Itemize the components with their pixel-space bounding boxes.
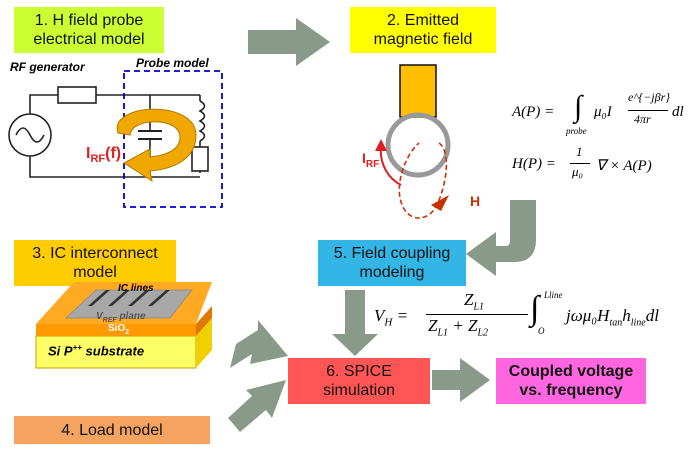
current-hook-arrow [116, 108, 197, 183]
step-5-line2: modeling [359, 264, 425, 281]
arrow-1-to-2 [248, 18, 330, 66]
sio2-layer [36, 324, 196, 336]
step-2-box: 2. Emitted magnetic field [350, 7, 496, 53]
generator-resistor [57, 86, 97, 104]
step-6-line2: simulation [322, 382, 396, 399]
step-2-line2: magnetic field [373, 31, 473, 48]
h-field-loop [398, 142, 448, 219]
vref-plane-label: VREF plane [96, 311, 146, 324]
integral-sign: ∫ [574, 90, 583, 123]
inductor-symbol [198, 100, 206, 142]
v-integral-sign: ∫ [530, 290, 540, 327]
step-1-line2: electrical model [33, 31, 145, 48]
step-7-box: Coupled voltage vs. frequency [496, 358, 646, 404]
probe-loop [385, 112, 451, 178]
step-5-box: 5. Field coupling modeling [318, 240, 466, 286]
ic-line-3 [128, 290, 150, 306]
arrow-4-to-6 [228, 380, 286, 432]
ic-line-2 [108, 290, 130, 306]
step-7-line1: Coupled voltage [508, 363, 634, 380]
probe-field-drawing [375, 64, 451, 219]
sio2-label: SiO2 [108, 323, 130, 336]
step-3-box: 3. IC interconnect model [14, 240, 176, 286]
rf-current-label: IRF(f) [86, 145, 122, 166]
probe-model-label: Probe model [136, 56, 209, 70]
arrow-5-to-6 [332, 290, 378, 356]
arrow-6-to-7 [432, 358, 490, 402]
probe-body [399, 64, 437, 118]
ic-line-4 [148, 290, 170, 306]
step-2-line1: 2. Emitted [386, 12, 460, 29]
step-1-line1: 1. H field probe [34, 12, 144, 29]
step-4-label: 4. Load model [61, 421, 163, 439]
substrate-label: Si P++ substrate [48, 343, 145, 359]
step-5-line1: 5. Field coupling [333, 245, 451, 262]
step-6-box: 6. SPICE simulation [288, 358, 430, 404]
step-3-line2: model [73, 264, 117, 281]
ic-lines-label: IC lines [118, 283, 154, 294]
step-7-line2: vs. frequency [519, 382, 623, 399]
probe-model-boundary [123, 70, 223, 208]
irf-label: IRF [362, 150, 380, 170]
step-4-box: 4. Load model [14, 416, 210, 444]
arrow-3-to-6 [230, 320, 288, 368]
ic-line-1 [88, 290, 110, 306]
ic-cross-section [35, 282, 212, 369]
step-1-box: 1. H field probe electrical model [14, 7, 164, 53]
step-3-line1: 3. IC interconnect [32, 245, 158, 262]
rf-generator-label: RF generator [10, 60, 85, 74]
arrow-2-to-5 [466, 200, 536, 276]
probe-resistor [191, 146, 209, 172]
step-6-line1: 6. SPICE [326, 363, 392, 380]
h-field-label: H [470, 193, 481, 209]
probe-circuit [8, 70, 223, 208]
